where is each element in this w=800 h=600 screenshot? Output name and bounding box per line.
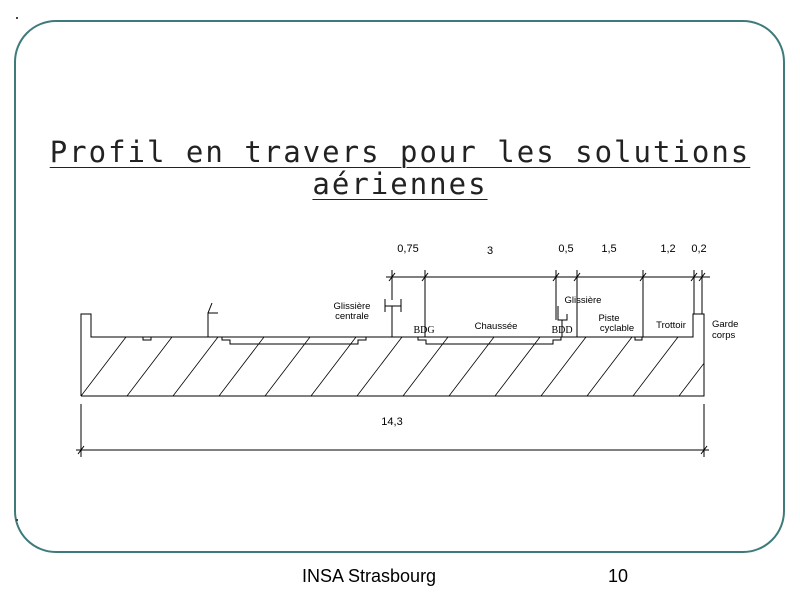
corner-dot [16, 519, 18, 521]
label-glissiere-centrale-2: centrale [335, 311, 369, 322]
deck-hatching [81, 337, 704, 396]
slide-frame [14, 20, 785, 553]
dim-trottoir: 1,2 [660, 243, 675, 255]
slide-title-line-2: aériennes [312, 167, 488, 201]
dim-bdd: 0,5 [558, 243, 573, 255]
label-glissiere: Glissière [565, 295, 602, 306]
label-bdg: BDG [413, 325, 434, 336]
label-glissiere-centrale: Glissière [334, 301, 371, 312]
total-dimension-line [76, 404, 709, 457]
slide-title-line-1: Profil en travers pour les solutions [49, 135, 751, 169]
label-garde-corps: Garde [712, 319, 738, 330]
dim-piste-cyclable: 1,5 [601, 243, 616, 255]
label-piste-cyclable: cyclable [600, 323, 634, 334]
dim-total-width: 14,3 [381, 416, 402, 428]
dim-chaussee: 3 [487, 245, 493, 257]
label-piste: Piste [598, 313, 619, 324]
label-bdd: BDD [551, 325, 572, 336]
label-trottoir: Trottoir [656, 320, 686, 331]
top-dimension-line [386, 270, 710, 337]
label-garde-corps-2: corps [712, 330, 735, 341]
deck-outline [80, 299, 705, 397]
label-chaussee: Chaussée [475, 321, 518, 332]
corner-dot [16, 17, 18, 19]
dim-terre-plein: 0,75 [397, 243, 418, 255]
dim-garde-corps: 0,2 [691, 243, 706, 255]
footer-institution: INSA Strasbourg [302, 566, 437, 586]
footer-page-number: 10 [608, 566, 629, 586]
